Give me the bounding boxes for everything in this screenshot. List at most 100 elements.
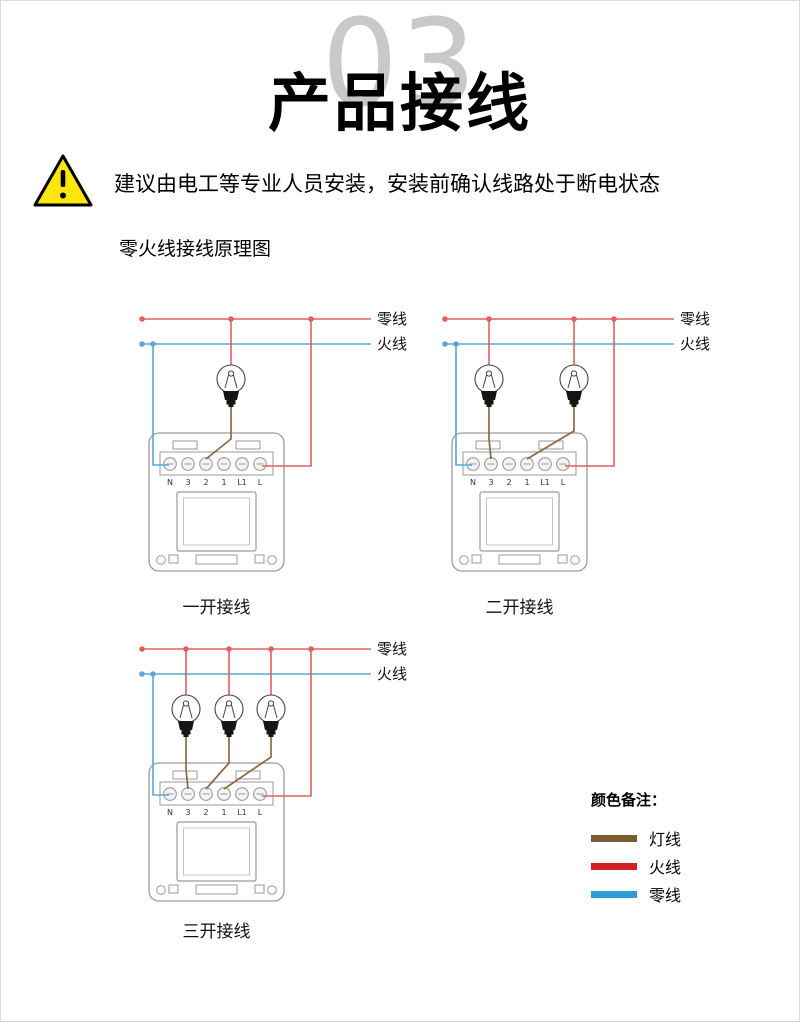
mounting-slot [172,770,198,780]
junction-dot [442,341,448,347]
junction-dot [486,316,492,322]
live-drop-wire [152,674,169,796]
terminal-label: 1 [221,808,226,817]
mounting-slot [172,440,198,450]
neutral-wire-label: 零线 [680,310,710,328]
terminal-label: 3 [185,808,190,817]
terminal-label: L [258,808,263,817]
terminal-label: L1 [237,478,247,487]
terminal-label: L [561,478,566,487]
junction-dot [139,316,145,322]
terminal-label: L1 [540,478,550,487]
legend-label: 零线 [649,886,682,905]
neutral-drop-wire [262,319,312,467]
background-number: 03 [321,0,479,134]
live-wire-label: 火线 [377,665,407,683]
terminal-label: L1 [237,808,247,817]
light-bulb-icon [559,364,589,407]
legend-title: 颜色备注： [591,791,667,809]
junction-dot [308,316,314,322]
junction-dot [571,316,577,322]
junction-dot [150,671,156,677]
light-bulb-icon [256,694,286,737]
mounting-slot [475,440,501,450]
diagram-caption-two-gang: 二开接线 [485,598,554,618]
terminal-label: 1 [524,478,529,487]
switch-panel: N 3 2 1 L1 L [148,762,285,902]
live-drop-wire [152,344,169,466]
terminal-label: N [167,478,173,487]
mounting-slot [235,440,261,450]
neutral-wire-swatch [591,890,637,898]
lamp-wire [488,405,492,460]
wires [139,646,371,797]
legend-row: 零线 [591,880,681,908]
rocker-button [176,491,257,552]
junction-dot [139,671,145,677]
junction-dot [308,646,314,652]
page-title: 产品接线 [268,67,532,140]
wires [139,316,371,467]
panel-screw [267,555,277,565]
panel-screw [156,555,166,565]
junction-dot [183,646,189,652]
terminal-label: 2 [203,478,208,487]
light-bulb-icon [216,364,246,407]
lamp-wire [223,735,272,790]
diagram-caption-one-gang: 一开接线 [182,598,251,618]
panel-screw [156,885,166,895]
junction-dot [268,646,274,652]
legend-label: 火线 [649,858,682,877]
terminal-label: 3 [185,478,190,487]
lamp-wire [526,405,575,460]
mounting-slot [538,440,564,450]
panel-screw [570,555,580,565]
junction-dot [611,316,617,322]
light-bulb-icon [474,364,504,407]
lamp-wire [205,735,230,790]
terminal-label: 1 [221,478,226,487]
panel-screw [459,555,469,565]
neutral-wire-label: 零线 [377,640,407,658]
terminal-label: 2 [506,478,511,487]
neutral-drop-wire [565,319,615,467]
terminal-label: 2 [203,808,208,817]
terminal-label: 3 [488,478,493,487]
junction-dot [150,341,156,347]
junction-dot [139,341,145,347]
section-title: 零火线接线原理图 [119,238,272,260]
junction-dot [228,316,234,322]
junction-dot [226,646,232,652]
terminal-label: N [167,808,173,817]
live-wire-label: 火线 [377,335,407,353]
panel-screw [267,885,277,895]
lamp-wire [205,405,232,460]
warning-icon [33,154,93,207]
color-legend: 颜色备注： 灯线 火线 零线 [591,789,681,908]
legend-row: 火线 [591,852,681,880]
junction-dot [442,316,448,322]
terminal-strip [462,451,577,476]
wires [442,316,674,467]
neutral-drop-wire [262,649,312,797]
junction-dot [139,646,145,652]
live-drop-wire [455,344,472,466]
light-bulb-icon [214,694,244,737]
warning-text: 建议由电工等专业人员安装，安装前确认线路处于断电状态 [114,172,660,196]
diagram-caption-three-gang: 三开接线 [182,922,251,942]
rocker-button [176,821,257,882]
lamp-wire [185,735,189,790]
live-wire-label: 火线 [680,335,710,353]
terminal-strip [159,451,274,476]
mounting-slot [235,770,261,780]
legend-label: 灯线 [649,830,682,849]
